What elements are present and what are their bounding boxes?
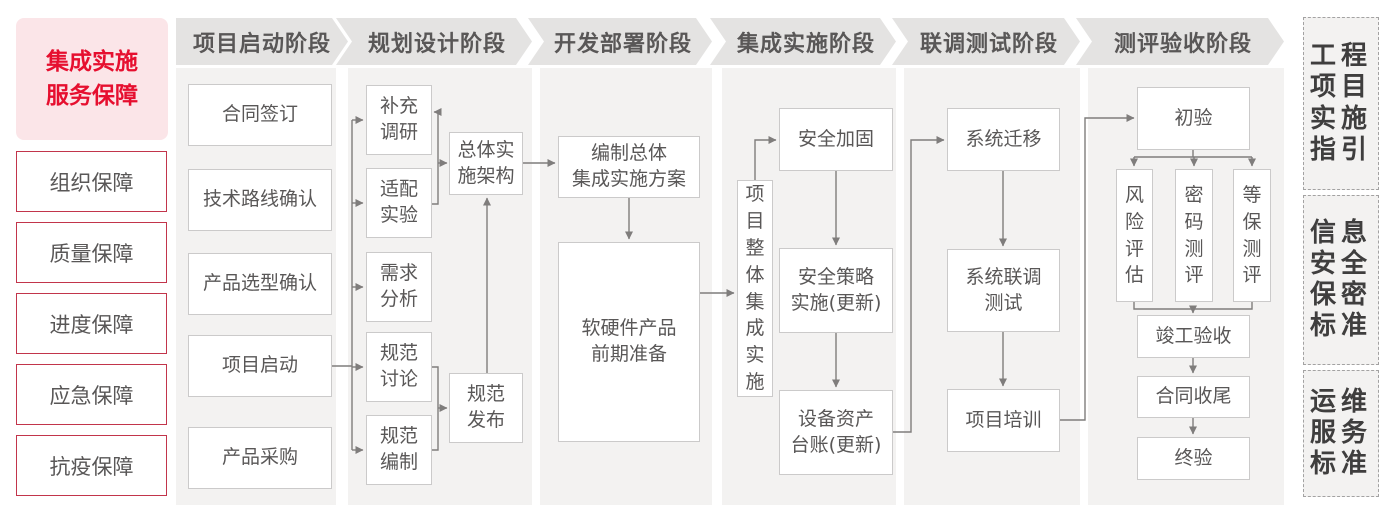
node-system-joint-debug-test: 系统联调 测试 [947,249,1060,332]
node-initial-acceptance: 初验 [1137,87,1250,150]
node-risk-assessment: 风险评估 [1116,169,1153,302]
phase-header-develop-deploy: 开发部署阶段 [528,18,712,65]
phase-header-planning-design: 规划设计阶段 [336,18,532,65]
node-project-training: 项目培训 [947,389,1060,452]
node-crypto-evaluation: 密码测评 [1175,169,1213,302]
node-system-migration: 系统迁移 [947,108,1060,171]
sidebar-item-schedule-guarantee: 进度保障 [16,293,167,354]
node-spec-drafting: 规范 编制 [366,415,432,485]
phase-header-label: 规划设计阶段 [367,31,506,57]
node-overall-project-integration: 项目整体集成实施 [737,180,773,397]
phase-header-evaluation-acceptance: 测评验收阶段 [1076,18,1284,65]
node-product-selection-confirm: 产品选型确认 [188,253,332,315]
phase-header-label: 集成实施阶段 [736,31,875,57]
node-project-kickoff: 项目启动 [188,335,332,397]
sidebar-item-emergency-guarantee: 应急保障 [16,364,167,425]
node-contract-closure: 合同收尾 [1137,376,1250,418]
phase-header-label: 测评验收阶段 [1113,31,1252,57]
sidebar-item-epidemic-guarantee: 抗疫保障 [16,435,167,496]
phase-header-joint-debug-test: 联调测试阶段 [892,18,1080,65]
phase-header-label: 开发部署阶段 [553,31,692,57]
sidebar-item-quality-guarantee: 质量保障 [16,222,167,283]
reference-project-implementation-guide: 工程项目实施指引 [1303,17,1379,190]
phase-header-integration-implementation: 集成实施阶段 [710,18,896,65]
node-supplementary-research: 补充 调研 [366,85,432,155]
node-adaptation-test: 适配 实验 [366,168,432,238]
node-completion-acceptance: 竣工验收 [1137,315,1250,358]
phase-header-project-initiation: 项目启动阶段 [176,18,348,65]
node-security-hardening: 安全加固 [779,108,893,171]
node-security-policy-implementation: 安全策略 实施(更新) [779,248,893,333]
node-overall-implementation-architecture: 总体实 施架构 [449,132,523,195]
reference-ops-service-standard: 运维服务标准 [1303,370,1379,497]
node-final-acceptance: 终验 [1137,437,1250,480]
phase-header-label: 项目启动阶段 [192,31,331,57]
node-hw-sw-preparation: 软硬件产品 前期准备 [558,242,700,442]
node-spec-release: 规范 发布 [449,373,523,443]
node-contract-signing: 合同签订 [188,84,332,146]
node-asset-ledger-update: 设备资产 台账(更新) [779,390,893,475]
node-product-procurement: 产品采购 [188,427,332,489]
node-tech-route-confirm: 技术路线确认 [188,169,332,231]
node-classified-protection-evaluation: 等保测评 [1233,169,1271,302]
sidebar-item-organization-guarantee: 组织保障 [16,151,167,212]
node-requirement-analysis: 需求 分析 [366,252,432,322]
reference-infosec-confidentiality-standard: 信息安全保密标准 [1303,195,1379,365]
node-spec-discussion: 规范 讨论 [366,332,432,402]
sidebar-title: 集成实施 服务保障 [16,18,168,140]
node-overall-integration-plan: 编制总体 集成实施方案 [558,136,700,198]
phase-header-label: 联调测试阶段 [919,31,1058,57]
